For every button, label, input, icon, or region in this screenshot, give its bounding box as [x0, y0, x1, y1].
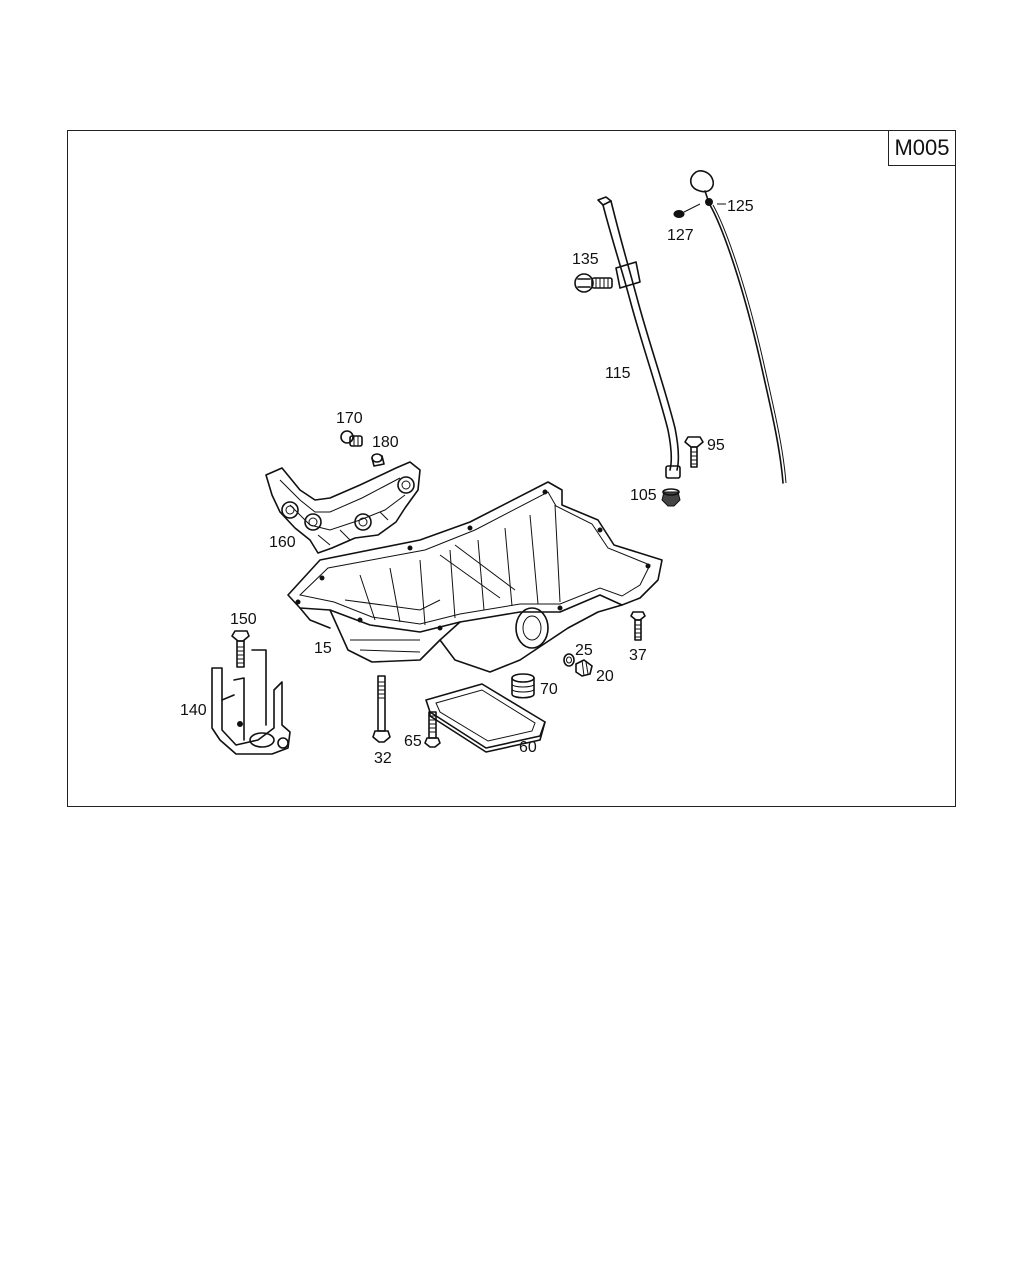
- plug-105: [661, 488, 681, 507]
- dipstick-guide-tube: [597, 196, 681, 479]
- callout-150: 150: [230, 611, 257, 628]
- callout-37: 37: [629, 647, 647, 664]
- callout-127: 127: [667, 227, 694, 244]
- callout-25: 25: [575, 642, 593, 659]
- cover-60: [425, 683, 546, 753]
- diagram-code-label: M005: [888, 130, 956, 166]
- callout-labels: 125 127 135 115 95 105 170 180 160 150 1…: [180, 198, 754, 767]
- callout-135: 135: [572, 251, 599, 268]
- oil-pan: [287, 481, 663, 673]
- callout-65: 65: [404, 733, 422, 750]
- dipstick-seal: [673, 203, 701, 218]
- support-bracket: [265, 461, 421, 554]
- bolt-37: [630, 611, 646, 641]
- callout-70: 70: [540, 681, 558, 698]
- bolt-170: [340, 430, 363, 447]
- bolt-32: [372, 675, 391, 743]
- bolt-150: [231, 630, 250, 668]
- callout-125: 125: [727, 198, 754, 215]
- callout-32: 32: [374, 750, 392, 767]
- bracket-bolt: [574, 273, 613, 293]
- callout-140: 140: [180, 702, 207, 719]
- seal-ring-25: [563, 653, 575, 667]
- sleeve-180: [371, 453, 385, 467]
- dipstick: [690, 170, 787, 484]
- diagram-frame: [67, 130, 956, 807]
- callout-115: 115: [605, 365, 631, 382]
- callout-20: 20: [596, 668, 614, 685]
- bracket-140: [211, 649, 291, 755]
- drain-plug-20: [575, 659, 593, 677]
- callout-95: 95: [707, 437, 725, 454]
- bolt-65: [424, 711, 441, 748]
- callout-160: 160: [269, 534, 296, 551]
- bolt-95: [684, 436, 704, 468]
- callout-105: 105: [630, 487, 657, 504]
- filter-insert-70: [511, 673, 535, 699]
- callout-15: 15: [314, 640, 332, 657]
- callout-170: 170: [336, 410, 363, 427]
- callout-180: 180: [372, 434, 399, 451]
- callout-60: 60: [519, 739, 537, 756]
